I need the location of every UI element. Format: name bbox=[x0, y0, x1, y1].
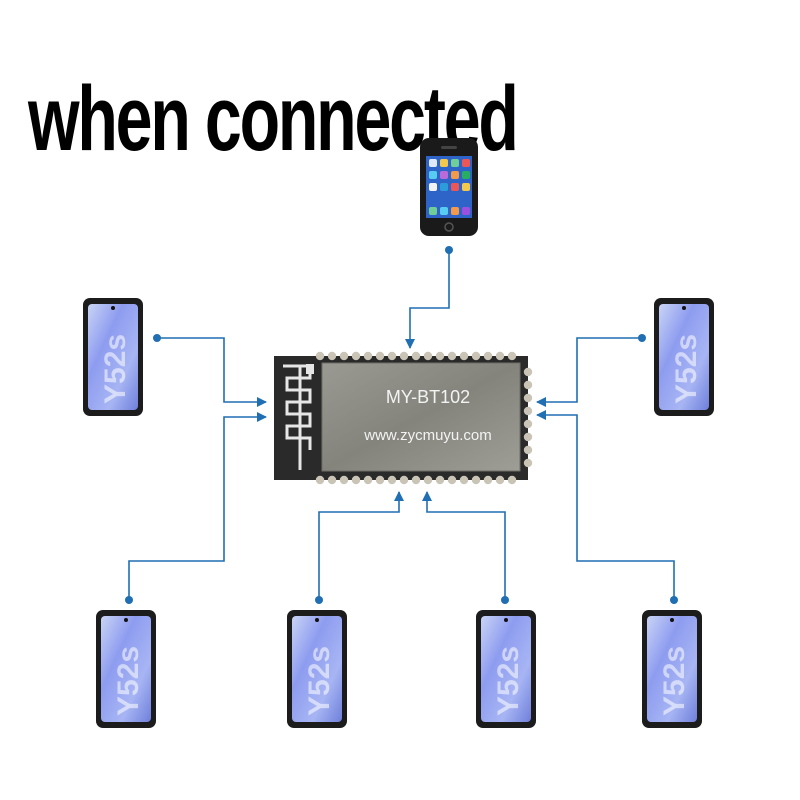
connector-bottom-right bbox=[422, 491, 506, 600]
connector-left-bottom bbox=[128, 412, 267, 600]
connector-bottom-left bbox=[318, 491, 404, 600]
antenna-trace bbox=[283, 364, 312, 470]
phone-brand-label: Y52s bbox=[670, 334, 703, 404]
module-pins bbox=[315, 351, 533, 485]
phone-brand-label: Y52s bbox=[303, 646, 336, 716]
connector-iphone bbox=[405, 250, 450, 349]
phone-bottom-3: Y52s bbox=[476, 610, 536, 728]
phone-brand-label: Y52s bbox=[492, 646, 525, 716]
phone-right-top: Y52s bbox=[654, 298, 714, 416]
phone-brand-label: Y52s bbox=[658, 646, 691, 716]
connector-left-top bbox=[157, 337, 267, 407]
connector-right-top bbox=[536, 337, 642, 407]
phone-bottom-4: Y52s bbox=[642, 610, 702, 728]
home-button-icon bbox=[444, 222, 454, 232]
connector-dot bbox=[445, 246, 453, 254]
connector-dot bbox=[153, 334, 161, 342]
connector-dot bbox=[315, 596, 323, 604]
app-icon-grid bbox=[429, 159, 470, 215]
connector-dot bbox=[638, 334, 646, 342]
phone-brand-label: Y52s bbox=[112, 646, 145, 716]
connector-dot bbox=[125, 596, 133, 604]
connector-right-bottom bbox=[536, 410, 675, 600]
bluetooth-module: MY-BT102 www.zycmuyu.com bbox=[274, 351, 533, 485]
connector-dot bbox=[670, 596, 678, 604]
phone-brand-label: Y52s bbox=[99, 334, 132, 404]
phone-bottom-2: Y52s bbox=[287, 610, 347, 728]
iphone-device bbox=[420, 138, 478, 236]
phone-left-top: Y52s bbox=[83, 298, 143, 416]
module-url-label: www.zycmuyu.com bbox=[363, 427, 492, 444]
phone-bottom-1: Y52s bbox=[96, 610, 156, 728]
module-model-label: MY-BT102 bbox=[386, 387, 470, 407]
connector-dot bbox=[501, 596, 509, 604]
